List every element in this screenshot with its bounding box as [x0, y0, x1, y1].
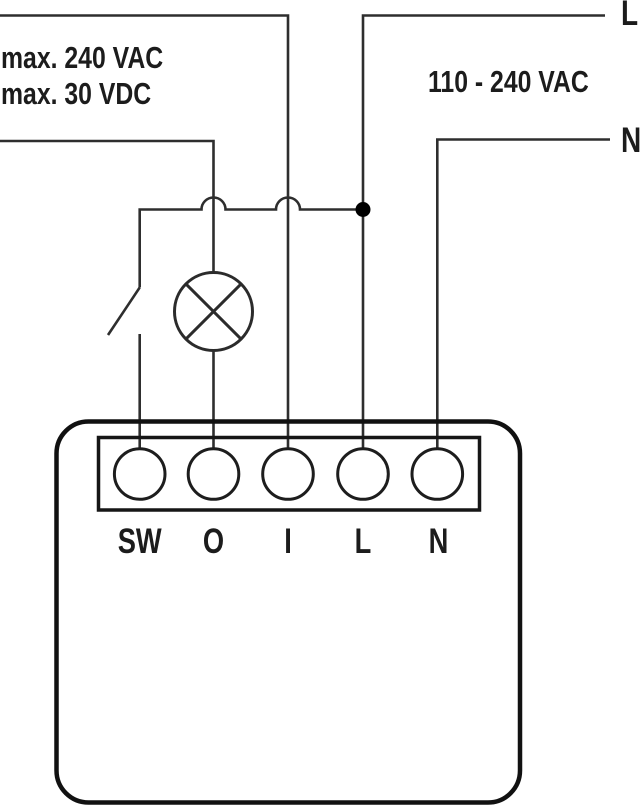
line-l-label: L	[621, 0, 638, 33]
output-rating-line1: max. 240 VAC	[1, 40, 163, 74]
wire-live-l	[361, 14, 605, 449]
wire-switch-branch	[138, 196, 363, 288]
terminal-hole-sw	[112, 447, 167, 501]
wire-input-i	[0, 14, 290, 449]
device-body	[54, 419, 523, 805]
terminal-label-i: I	[284, 522, 292, 561]
terminal-label-l: L	[355, 522, 372, 561]
lamp-icon	[173, 271, 254, 352]
terminal-label-sw: SW	[118, 522, 162, 561]
terminal-hole-o	[186, 447, 241, 501]
terminal-label-n: N	[429, 522, 449, 561]
switch-icon	[106, 286, 141, 449]
terminal-hole-n	[410, 447, 465, 501]
output-rating-line2: max. 30 VDC	[1, 76, 151, 110]
terminal-label-o: O	[203, 522, 224, 561]
wire-load-feed	[0, 139, 215, 273]
supply-voltage-label: 110 - 240 VAC	[428, 64, 589, 98]
terminal-strip	[96, 435, 482, 512]
wire-neutral-n	[436, 138, 610, 449]
neutral-n-label: N	[621, 120, 640, 160]
terminal-hole-l	[336, 447, 390, 501]
junction-dot	[355, 202, 371, 217]
terminal-hole-i	[261, 447, 315, 501]
